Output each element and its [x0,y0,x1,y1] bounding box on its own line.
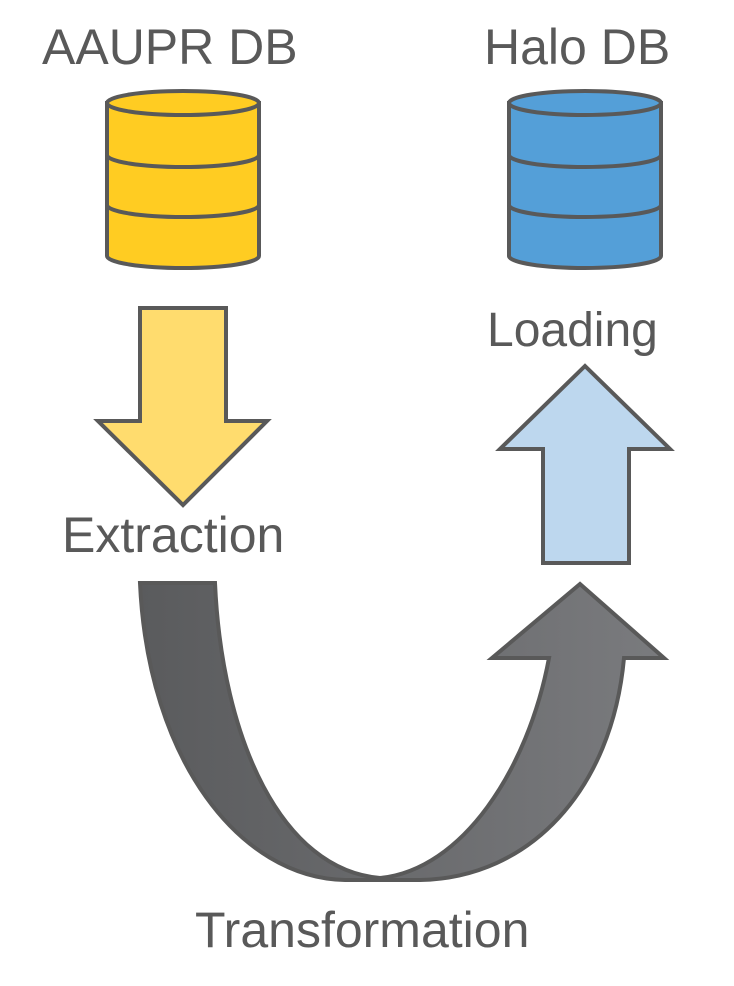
target-database-icon [507,89,663,270]
loading-label: Loading [487,304,658,357]
source-database-icon [105,89,261,270]
transformation-curved-arrow-icon [137,581,670,882]
loading-arrow-up-icon [495,363,675,565]
transformation-label: Transformation [195,902,530,958]
extraction-arrow-down-icon [93,306,272,508]
extraction-label: Extraction [62,507,285,563]
source-db-label: AAUPR DB [42,19,298,75]
target-db-label: Halo DB [484,19,671,75]
